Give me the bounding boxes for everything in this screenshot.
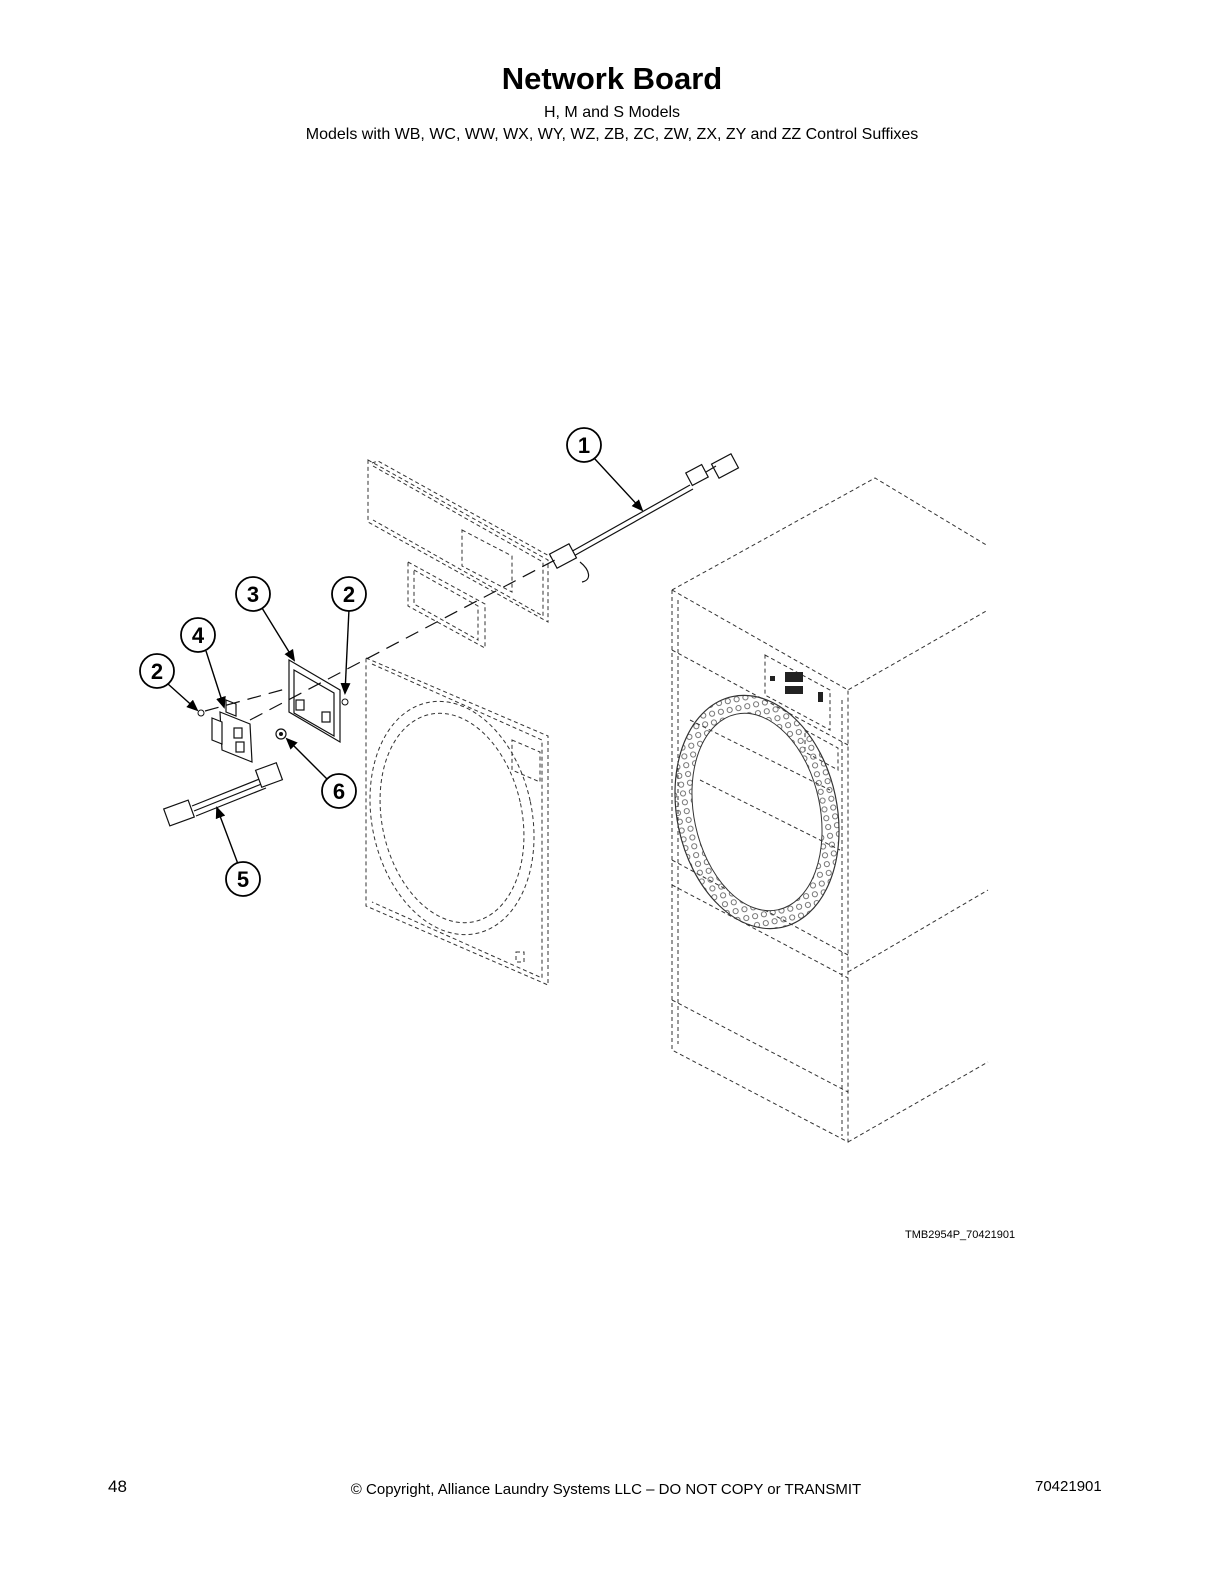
page-number: 48	[108, 1477, 127, 1496]
callout-6: 6	[321, 773, 357, 809]
callout-2a-label: 2	[151, 659, 163, 684]
callout-2b: 2	[331, 576, 367, 612]
leader-6	[285, 737, 328, 780]
callout-2b-label: 2	[343, 582, 355, 607]
callout-3-label: 3	[247, 582, 259, 607]
item-2-screw-right	[341, 698, 349, 706]
dryer-cylinder	[674, 694, 841, 930]
item-2-screw-left	[197, 709, 205, 717]
figure-id: TMB2954P_70421901	[905, 1229, 1016, 1241]
callout-1: 1	[566, 427, 602, 463]
leader-2a	[167, 683, 199, 712]
item-3-network-board	[288, 658, 341, 744]
mounting-bracket	[407, 561, 486, 649]
copyright-notice: © Copyright, Alliance Laundry Systems LL…	[350, 1481, 862, 1498]
callout-4-label: 4	[192, 623, 205, 648]
upper-control-panel	[367, 459, 552, 623]
item-6-standoff	[275, 728, 287, 740]
page-title: Network Board	[501, 61, 723, 96]
document-number: 70421901	[1035, 1478, 1102, 1495]
dryer-cabinet	[671, 477, 989, 1143]
callout-5-label: 5	[237, 867, 249, 892]
callout-4: 4	[180, 617, 216, 653]
leader-lines	[167, 457, 644, 865]
leader-3	[261, 607, 296, 662]
item-5-wire-harness	[162, 762, 284, 827]
callout-2a: 2	[139, 653, 175, 689]
page-subtitle-suffixes: Models with WB, WC, WW, WX, WY, WZ, ZB, …	[305, 126, 919, 143]
item-4-board-housing	[211, 699, 253, 763]
front-door-panel	[365, 657, 549, 986]
callout-1-label: 1	[578, 433, 590, 458]
callout-5: 5	[225, 861, 261, 897]
leader-2b	[340, 608, 351, 695]
callout-3: 3	[235, 576, 271, 612]
item-1-wire-harness	[548, 452, 740, 583]
callout-6-label: 6	[333, 779, 345, 804]
assembly-alignment-lines	[204, 559, 556, 721]
leader-1	[593, 457, 644, 512]
leader-4	[205, 650, 226, 709]
page-subtitle-models: H, M and S Models	[543, 104, 681, 121]
leader-5	[215, 806, 239, 865]
cabinet-controls	[770, 672, 823, 702]
